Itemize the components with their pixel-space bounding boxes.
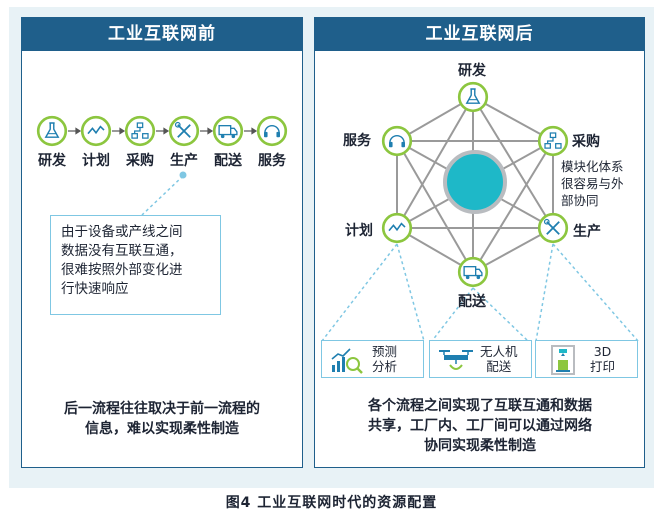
tech-box-3d-printing: 3D 打印 <box>535 340 638 378</box>
flow-step-label: 生产 <box>170 153 198 169</box>
tech-label-line: 分析 <box>372 359 398 374</box>
figure-caption: 图4 工业互联网时代的资源配置 <box>225 495 438 511</box>
flow-step-label: 服务 <box>258 153 286 169</box>
drone-icon <box>439 350 473 370</box>
tech-label-line: 3D <box>593 344 612 359</box>
before-panel-title: 工业互联网前 <box>22 18 302 51</box>
tech-box-predictive-analysis: 预测 分析 <box>321 340 424 378</box>
trend-icon <box>80 115 112 151</box>
modular-note-line: 很容易与外 <box>561 176 624 191</box>
truck-icon <box>457 256 489 292</box>
note-line: 由于设备或产线之间 <box>61 224 183 240</box>
note-box: 由于设备或产线之间 数据没有互联互通， 很难按照外部变化进 行快速响应 <box>50 215 221 315</box>
flow-step-label: 计划 <box>82 153 110 169</box>
tools-icon <box>168 115 200 151</box>
modular-note-line: 模块化体系 <box>561 159 624 174</box>
tech-label-line: 预测 <box>372 344 398 359</box>
tools-icon <box>537 212 569 248</box>
tech-label-line: 打印 <box>590 359 616 374</box>
tech-label: 3D 打印 <box>590 344 615 374</box>
flow-step-label: 研发 <box>38 153 66 169</box>
summary-line: 共享，工厂内、工厂间可以通过网络 <box>368 418 592 434</box>
modular-note: 模块化体系 很容易与外 部协同 <box>561 158 624 209</box>
trend-icon <box>381 212 413 248</box>
node-label-plan: 计划 <box>345 223 373 239</box>
tech-label: 预测 分析 <box>372 344 397 374</box>
tech-label: 无人机 配送 <box>480 344 518 374</box>
flask-icon <box>36 115 68 151</box>
tech-box-drone-delivery: 无人机 配送 <box>429 340 532 378</box>
node-label-rd: 研发 <box>458 63 486 79</box>
node-label-purchase: 采购 <box>572 134 600 150</box>
after-summary: 各个流程之间实现了互联互通和数据 共享，工厂内、工厂间可以通过网络 协同实现柔性… <box>318 396 642 456</box>
node-label-production: 生产 <box>573 224 601 240</box>
modular-note-line: 部协同 <box>561 193 599 208</box>
chart-magnifier-icon <box>331 348 363 374</box>
summary-line: 各个流程之间实现了互联互通和数据 <box>368 398 592 414</box>
note-line: 数据没有互联互通， <box>61 243 183 259</box>
network-icon <box>124 115 156 151</box>
note-line: 行快速响应 <box>61 281 129 297</box>
node-label-service: 服务 <box>343 133 371 149</box>
network-icon <box>537 125 569 161</box>
after-panel-title: 工业互联网后 <box>315 18 644 51</box>
printer-3d-icon <box>551 345 575 375</box>
before-summary: 后一流程往往取决于前一流程的 信息，难以实现柔性制造 <box>31 399 293 439</box>
summary-line: 后一流程往往取决于前一流程的 <box>64 401 260 417</box>
node-label-delivery: 配送 <box>458 294 486 310</box>
central-hub <box>443 150 507 214</box>
headset-icon <box>381 125 413 161</box>
truck-icon <box>212 115 244 151</box>
flask-icon <box>457 81 489 117</box>
headset-icon <box>256 115 288 151</box>
summary-line: 协同实现柔性制造 <box>424 438 536 454</box>
flow-step-label: 采购 <box>126 153 154 169</box>
flow-step-label: 配送 <box>214 153 242 169</box>
tech-label-line: 无人机 <box>480 344 518 359</box>
summary-line: 信息，难以实现柔性制造 <box>85 421 239 437</box>
note-line: 很难按照外部变化进 <box>61 262 183 278</box>
tech-label-line: 配送 <box>486 359 512 374</box>
